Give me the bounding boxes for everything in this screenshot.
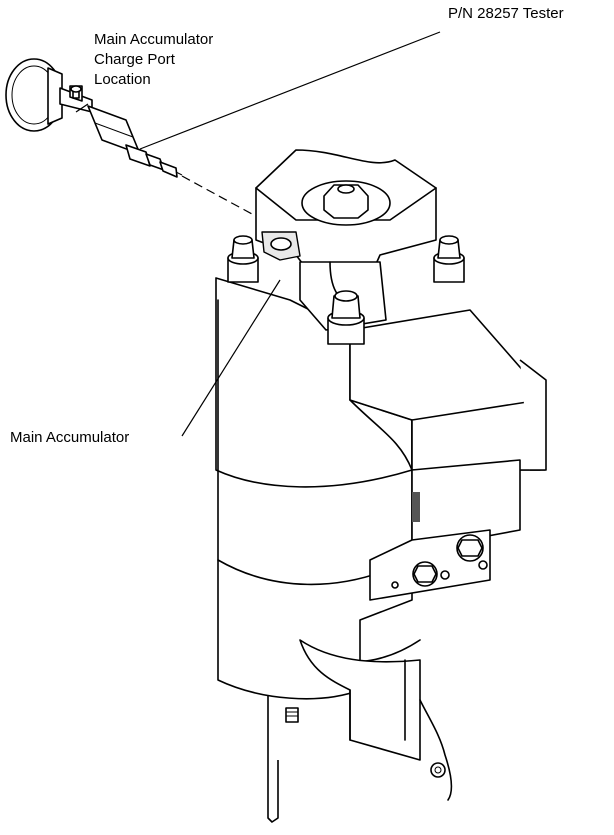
main-accumulator-label: Main Accumulator [10, 429, 130, 446]
manifold-bolt-lower [412, 561, 438, 587]
alignment-line [181, 175, 253, 215]
gauge-rim [47, 67, 63, 125]
grease-fitting [285, 707, 299, 723]
cap-screw-left [227, 235, 259, 283]
cap-screw-front [327, 290, 365, 345]
serial-stamp [412, 492, 420, 522]
lower-cutaway [299, 639, 421, 761]
tester-tool [5, 58, 183, 178]
charge-port-label-line3: Location [94, 71, 151, 88]
main-accumulator-leader [181, 279, 281, 437]
tester-adapter [125, 144, 151, 167]
accumulator-housing [215, 149, 547, 823]
side-flange [519, 359, 547, 471]
tester-label: P/N 28257 Tester [448, 5, 564, 22]
tester-probe [159, 161, 178, 178]
manifold-plate [411, 459, 521, 551]
charge-port-label: Main Accumulator Charge Port Location [94, 30, 213, 90]
tester-leader [139, 31, 441, 150]
cap-screw-right [433, 235, 465, 283]
charge-port-label-line2: Charge Port [94, 51, 175, 68]
manifold-bolt-upper [456, 534, 484, 562]
manifold-port [440, 570, 450, 580]
lower-fitting [430, 762, 446, 778]
charge-port-label-line1: Main Accumulator [94, 31, 214, 48]
charge-port-leader-stub [75, 103, 89, 113]
